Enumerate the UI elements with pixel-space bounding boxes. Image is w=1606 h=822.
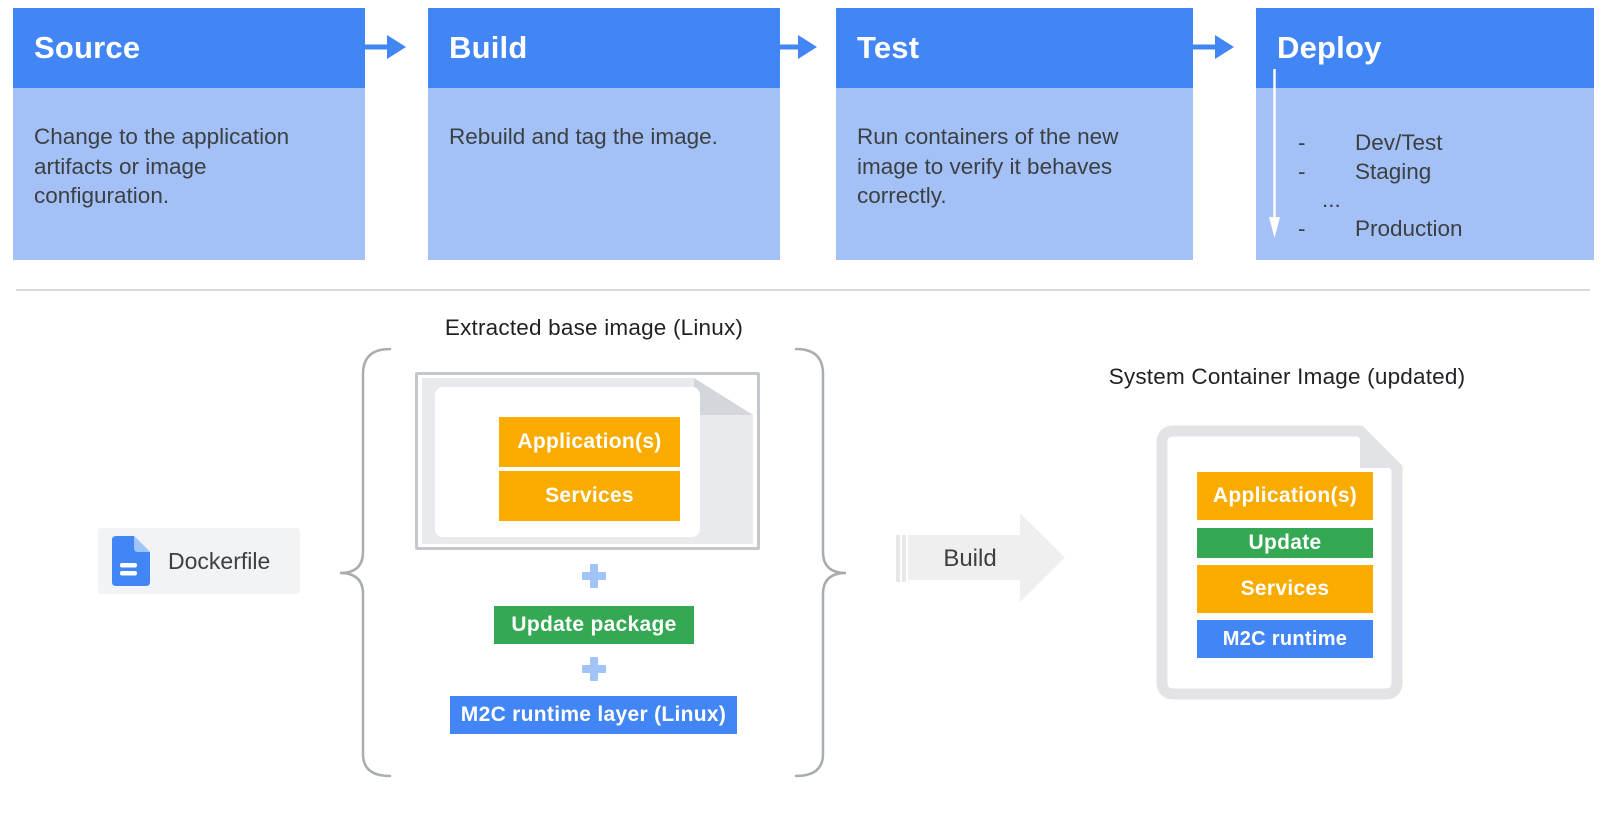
stage-test-header: Test (836, 8, 1193, 88)
layer-applications: Application(s) (499, 417, 680, 467)
flow-arrow-icon (1193, 35, 1234, 59)
stage-test: Test Run containers of the new image to … (836, 8, 1193, 260)
stage-test-title: Test (857, 30, 920, 65)
stage-source-body: Change to the application artifacts or i… (13, 88, 365, 260)
base-image-frame: Application(s) Services (415, 372, 760, 550)
flow-arrow-icon (365, 35, 406, 59)
stage-build-title: Build (449, 30, 528, 65)
left-brace-icon (339, 347, 392, 778)
deploy-environment-list: - Dev/Test - Staging ... - Production (1256, 88, 1594, 243)
layer-services: Services (499, 471, 680, 521)
deploy-item-label: Production (1355, 215, 1463, 241)
bullet-dash: - (1298, 215, 1306, 241)
result-layer-m2c-runtime: M2C runtime (1197, 620, 1373, 658)
stage-source-title: Source (34, 30, 141, 65)
m2c-runtime-layer: M2C runtime layer (Linux) (450, 696, 737, 734)
stage-build-header: Build (428, 8, 780, 88)
build-arrow-stripe (896, 535, 900, 582)
result-document-icon (1156, 425, 1403, 700)
deploy-item-label: Dev/Test (1355, 129, 1443, 155)
stage-build: Build Rebuild and tag the image. (428, 8, 780, 260)
base-image-title: Extracted base image (Linux) (444, 315, 744, 340)
deploy-item-ellipsis: ... (1256, 186, 1594, 214)
deploy-item-label: Staging (1355, 158, 1432, 184)
dockerfile-chip: Dockerfile (98, 528, 300, 594)
result-layer-applications: Application(s) (1197, 472, 1373, 520)
document-fold-corner (694, 378, 753, 415)
stage-deploy-title: Deploy (1277, 30, 1382, 65)
bullet-dash: - (1298, 158, 1306, 184)
section-divider (16, 289, 1590, 291)
result-layer-update: Update (1197, 528, 1373, 558)
deploy-item-dev-test: - Dev/Test (1256, 128, 1594, 157)
stage-test-description: Run containers of the new image to verif… (857, 124, 1119, 208)
stage-source-header: Source (13, 8, 365, 88)
build-arrow-label: Build (943, 545, 997, 572)
dockerfile-document-icon (112, 536, 150, 586)
stage-source: Source Change to the application artifac… (13, 8, 365, 260)
result-image-title: System Container Image (updated) (1108, 364, 1466, 389)
plus-icon (582, 657, 606, 681)
build-arrow-stripe (902, 535, 906, 582)
deploy-progression-arrow-down-icon (1269, 69, 1280, 238)
deploy-item-staging: - Staging (1256, 157, 1594, 186)
dockerfile-label: Dockerfile (168, 547, 271, 574)
deploy-item-production: - Production (1256, 214, 1594, 243)
flow-arrow-icon (780, 35, 817, 59)
stage-build-description: Rebuild and tag the image. (449, 124, 718, 149)
deploy-item-label: ... (1322, 187, 1341, 213)
stage-build-body: Rebuild and tag the image. (428, 88, 780, 260)
stage-deploy-header: Deploy (1256, 8, 1594, 88)
build-arrow-icon (908, 513, 1065, 602)
result-layer-services: Services (1197, 565, 1373, 613)
bullet-dash: - (1298, 129, 1306, 155)
plus-icon (582, 564, 606, 588)
right-brace-icon (794, 347, 847, 778)
update-package-layer: Update package (494, 606, 694, 644)
stage-source-description: Change to the application artifacts or i… (34, 124, 290, 208)
stage-test-body: Run containers of the new image to verif… (836, 88, 1193, 260)
stage-deploy: Deploy - Dev/Test - Staging ... - Produc… (1256, 8, 1594, 260)
stage-deploy-body: - Dev/Test - Staging ... - Production (1256, 88, 1594, 260)
